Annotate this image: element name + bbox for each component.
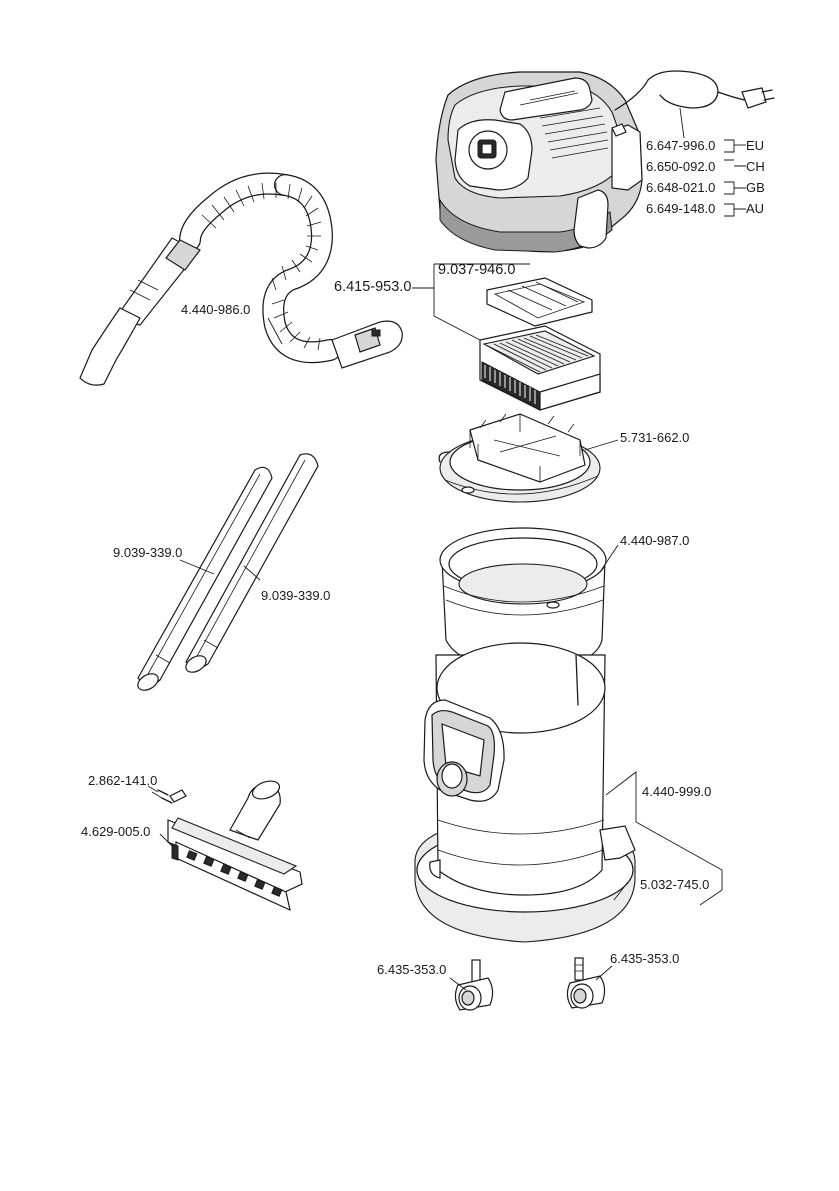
part-number-suction-tube-right: 9.039-339.0 [261, 588, 331, 603]
part-number-cable-au: 6.649-148.0 [646, 201, 716, 216]
container-ring [439, 527, 607, 671]
part-number-container-ring: 4.440-987.0 [620, 533, 690, 548]
suction-hose [79, 172, 403, 386]
part-number-nozzle-clip: 2.862-141.0 [88, 773, 158, 788]
castor-right [566, 957, 606, 1009]
part-number-filter-set: 6.415-953.0 [334, 279, 412, 295]
container-body [414, 642, 636, 943]
motor-head-leaders [679, 107, 746, 217]
part-number-cable-gb: 6.648-021.0 [646, 180, 716, 195]
part-number-suction-hose: 4.440-986.0 [181, 302, 251, 317]
motor-head [435, 70, 775, 253]
part-number-container-body: 4.440-999.0 [642, 784, 712, 799]
part-number-suction-tube-left: 9.039-339.0 [113, 545, 183, 560]
region-label-ch: CH [746, 159, 765, 174]
part-number-castor-left: 6.435-353.0 [377, 962, 447, 977]
region-label-eu: EU [746, 138, 765, 153]
region-label-gb: GB [746, 180, 765, 195]
nozzle-bristles [186, 850, 283, 897]
floor-nozzle [147, 780, 303, 912]
filter-basket [438, 413, 601, 503]
part-number-castor-right: 6.435-353.0 [610, 951, 680, 966]
body-leaders [605, 771, 723, 906]
flat-filter [479, 325, 601, 411]
part-number-base-plate: 5.032-745.0 [640, 877, 710, 892]
filter-frame [486, 277, 593, 327]
part-number-filter-basket: 5.731-662.0 [620, 430, 690, 445]
part-number-cable-ch: 6.650-092.0 [646, 159, 716, 174]
part-number-cable-eu: 6.647-996.0 [646, 138, 716, 153]
part-number-flat-filter: 9.037-946.0 [438, 262, 516, 278]
castor-left [454, 959, 494, 1011]
suction-tubes [137, 453, 319, 691]
part-number-nozzle-strip: 4.629-005.0 [81, 824, 151, 839]
region-label-au: AU [746, 201, 765, 216]
